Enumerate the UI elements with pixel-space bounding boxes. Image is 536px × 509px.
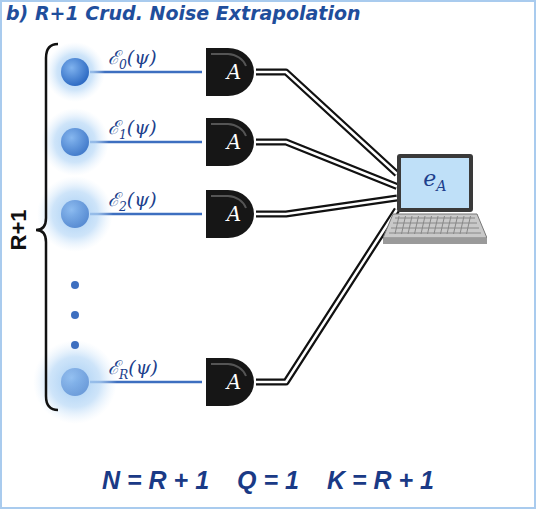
figure-title: b) R+1 Crud. Noise Extrapolation <box>6 2 361 24</box>
detector-label: A <box>227 202 241 226</box>
classical-wire <box>256 210 397 382</box>
classical-wire <box>256 142 397 186</box>
brace <box>36 44 58 410</box>
brace-label: R+1 <box>6 210 32 251</box>
parameter-label: N = R + 1 <box>102 466 209 495</box>
laptop-computer: eA <box>383 150 487 246</box>
state-label: ℰ2(ψ) <box>108 186 157 214</box>
qubit-blobs <box>33 42 117 424</box>
detector: A <box>202 188 258 240</box>
detector-label: A <box>227 370 241 394</box>
detector-label: A <box>227 130 241 154</box>
state-label: ℰ1(ψ) <box>108 114 157 142</box>
ellipsis-dots <box>71 281 79 349</box>
detector: A <box>202 116 258 168</box>
computer-label: eA <box>423 166 446 194</box>
laptop-shape <box>383 150 487 246</box>
state-label: ℰ0(ψ) <box>108 44 157 72</box>
state-label: ℰR(ψ) <box>108 354 158 382</box>
parameter-row: N = R + 1 Q = 1 K = R + 1 <box>0 466 536 495</box>
parameter-label: Q = 1 <box>237 466 299 495</box>
classical-wire <box>256 198 397 214</box>
detector-label: A <box>227 60 241 84</box>
detector: A <box>202 356 258 408</box>
detector: A <box>202 46 258 98</box>
parameter-label: K = R + 1 <box>327 466 434 495</box>
